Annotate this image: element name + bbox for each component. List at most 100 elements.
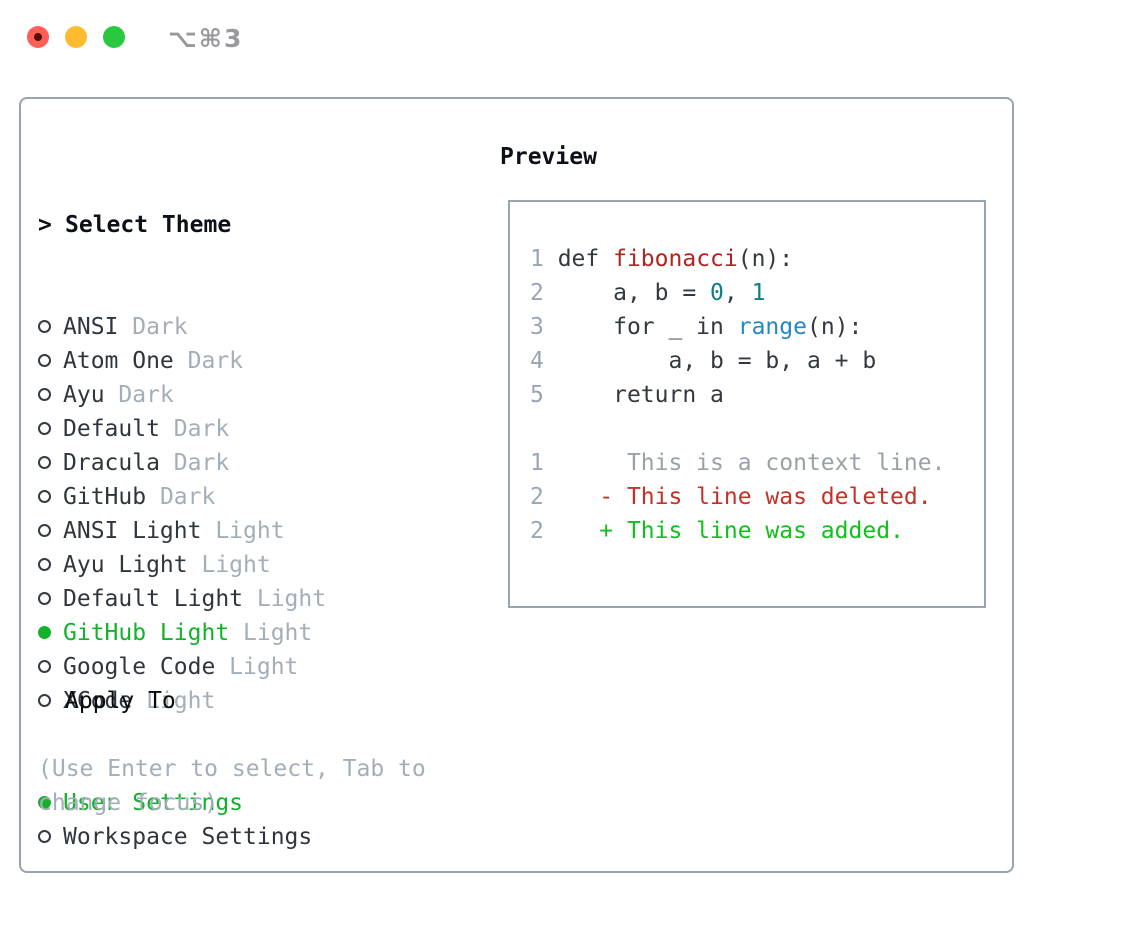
theme-variant: Dark	[118, 382, 174, 408]
radio-icon	[38, 626, 51, 639]
line-number: 2	[530, 484, 544, 510]
code-segment: (n):	[806, 314, 863, 340]
code-line: 1 def fibonacci(n):	[530, 242, 945, 276]
theme-name: Google Code	[63, 654, 216, 680]
line-number: 2	[530, 518, 544, 544]
code-segment: for _ in	[543, 314, 738, 340]
radio-icon	[38, 592, 51, 605]
code-segment: This is a context line.	[543, 450, 946, 476]
code-segment: 1	[751, 280, 766, 306]
theme-variant: Dark	[173, 450, 230, 476]
apply-option-user-settings[interactable]: User Settings	[38, 786, 312, 820]
radio-icon	[38, 694, 51, 707]
zoom-button[interactable]	[103, 26, 125, 48]
theme-option-github-light[interactable]: GitHub Light Light	[38, 616, 326, 650]
theme-variant: Dark	[159, 484, 216, 510]
theme-name: Ayu	[63, 382, 105, 408]
theme-variant: Light	[215, 518, 285, 544]
theme-name: GitHub Light	[63, 620, 230, 646]
code-line: 4 a, b = b, a + b	[530, 344, 945, 378]
theme-name: GitHub	[63, 484, 147, 510]
theme-variant: Light	[229, 654, 299, 680]
select-theme-header: > Select Theme	[38, 208, 326, 242]
radio-icon	[38, 660, 51, 673]
code-segment: 0	[710, 280, 724, 306]
theme-name: ANSI	[63, 314, 119, 340]
minimize-button[interactable]	[65, 26, 87, 48]
theme-variant: Dark	[187, 348, 244, 374]
code-line: 2 + This line was added.	[530, 514, 945, 548]
radio-icon	[38, 422, 51, 435]
theme-option-ansi[interactable]: ANSI Dark	[38, 310, 326, 344]
code-line: 2 a, b = 0, 1	[530, 276, 945, 310]
line-number: 4	[530, 348, 544, 374]
window-shortcut-label: ⌥⌘3	[168, 24, 244, 53]
titlebar: ⌥⌘3	[0, 0, 1140, 75]
radio-icon	[38, 796, 51, 809]
apply-to-title: Apply To	[65, 688, 176, 714]
line-number: 1	[530, 246, 544, 272]
code-segment: - This line was deleted.	[543, 484, 932, 510]
theme-name: XCode	[63, 688, 133, 714]
theme-name: Atom One	[63, 348, 174, 374]
code-line: 2 - This line was deleted.	[530, 480, 945, 514]
theme-name: Dracula	[63, 450, 160, 476]
theme-option-default[interactable]: Default Dark	[38, 412, 326, 446]
preview-box	[508, 200, 986, 608]
close-button[interactable]	[27, 26, 49, 48]
theme-option-ayu[interactable]: Ayu Dark	[38, 378, 326, 412]
preview-title: Preview	[500, 144, 597, 170]
radio-icon	[38, 558, 51, 571]
prompt-cursor-icon: >	[38, 212, 52, 238]
apply-option-label: Workspace Settings	[63, 824, 313, 850]
code-segment: a, b =	[543, 280, 711, 306]
radio-icon	[38, 490, 51, 503]
line-number: 2	[530, 280, 544, 306]
apply-option-workspace-settings[interactable]: Workspace Settings	[38, 820, 312, 854]
line-number: 5	[530, 382, 544, 408]
code-line: 1 This is a context line.	[530, 446, 945, 480]
theme-variant: Dark	[132, 314, 188, 340]
app-panel-border	[19, 97, 1014, 873]
code-segment: (n):	[737, 246, 794, 272]
radio-icon	[38, 830, 51, 843]
theme-option-default-light[interactable]: Default Light Light	[38, 582, 326, 616]
theme-option-ansi-light[interactable]: ANSI Light Light	[38, 514, 326, 548]
theme-option-xcode[interactable]: XCode Light	[38, 684, 326, 718]
theme-variant: Light	[243, 620, 313, 646]
theme-option-github[interactable]: GitHub Dark	[38, 480, 326, 514]
theme-name: ANSI Light	[63, 518, 202, 544]
code-segment: + This line was added.	[543, 518, 904, 544]
code-line: 3 for _ in range(n):	[530, 310, 945, 344]
theme-name: Default Light	[63, 586, 244, 612]
select-theme-title: Select Theme	[65, 212, 232, 238]
line-number: 3	[530, 314, 544, 340]
theme-option-atom-one[interactable]: Atom One Dark	[38, 344, 326, 378]
code-line: 5 return a	[530, 378, 945, 412]
theme-option-google-code[interactable]: Google Code Light	[38, 650, 326, 684]
code-line	[530, 412, 945, 446]
code-segment: range	[737, 314, 807, 340]
radio-icon	[38, 456, 51, 469]
theme-variant: Light	[146, 688, 216, 714]
radio-icon	[38, 354, 51, 367]
theme-name: Ayu Light	[63, 552, 188, 578]
code-segment: return a	[543, 382, 724, 408]
theme-variant: Light	[201, 552, 271, 578]
theme-option-dracula[interactable]: Dracula Dark	[38, 446, 326, 480]
theme-name: Default	[63, 416, 160, 442]
radio-icon	[38, 320, 51, 333]
record-dot-icon	[34, 33, 42, 41]
code-segment: ,	[723, 280, 752, 306]
theme-option-ayu-light[interactable]: Ayu Light Light	[38, 548, 326, 582]
theme-variant: Light	[256, 586, 327, 612]
keyboard-hint: (Use Enter to select, Tab to change focu…	[38, 756, 426, 816]
theme-variant: Dark	[173, 416, 230, 442]
radio-icon	[38, 524, 51, 537]
code-segment: fibonacci	[613, 246, 738, 272]
